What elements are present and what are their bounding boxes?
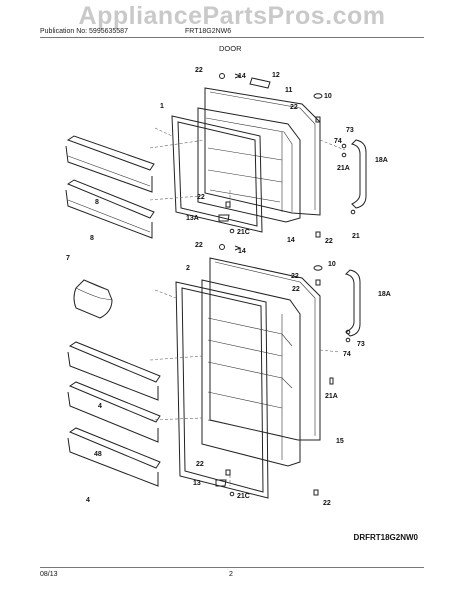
footer-date: 08/13: [40, 571, 58, 578]
callout-1: 1: [160, 103, 164, 110]
door-shelf-2: [67, 381, 161, 443]
callout-15: 15: [336, 438, 344, 445]
callout-21a: 21A: [325, 393, 338, 400]
section-title: DOOR: [219, 44, 242, 53]
callout-74: 74: [343, 351, 351, 358]
callout-73: 73: [357, 341, 365, 348]
publication-number: Publication No: 5995635587: [40, 28, 128, 35]
callout-22: 22: [196, 461, 204, 468]
callout-11: 11: [285, 87, 293, 94]
door-shelf-1: [67, 341, 161, 401]
callout-22: 22: [197, 194, 205, 201]
callout-4: 4: [98, 403, 102, 410]
callout-12: 12: [272, 72, 280, 79]
callout-13: 13: [193, 480, 201, 487]
page-number: 2: [229, 571, 233, 578]
fresh-food-door-assembly: [149, 257, 341, 499]
header-rule: [40, 37, 424, 38]
callout-4: 4: [86, 497, 90, 504]
callout-73: 73: [346, 127, 354, 134]
callout-2: 2: [186, 265, 190, 272]
callout-14: 14: [238, 248, 246, 255]
callout-14: 14: [287, 237, 295, 244]
callout-7: 7: [66, 255, 70, 262]
callout-22: 22: [195, 67, 203, 74]
freezer-shelf-upper: [65, 135, 155, 193]
callout-22: 22: [323, 500, 331, 507]
callout-13a: 13A: [186, 215, 199, 222]
freezer-handle: [351, 139, 367, 209]
callout-74: 74: [334, 138, 342, 145]
lower-hardware: [215, 265, 351, 497]
model-number: FRT18G2NW6: [185, 28, 232, 35]
callout-21c: 21C: [237, 229, 250, 236]
freezer-shelf-lower: [65, 179, 155, 239]
callout-22: 22: [325, 238, 333, 245]
footer-rule: [40, 567, 424, 568]
callout-22: 22: [291, 273, 299, 280]
callout-22: 22: [195, 242, 203, 249]
callout-21a: 21A: [337, 165, 350, 172]
callout-18a: 18A: [378, 291, 391, 298]
callout-21: 21: [352, 233, 360, 240]
fresh-food-handle: [345, 269, 361, 337]
callout-18a: 18A: [375, 157, 388, 164]
door-shelf-3: [67, 427, 161, 487]
watermark: AppliancePartsPros.com: [78, 2, 386, 30]
drawing-code: DRFRT18G2NW0: [353, 533, 418, 542]
callout-14: 14: [238, 73, 246, 80]
butter-container: [73, 279, 113, 319]
freezer-door-assembly: [149, 77, 346, 233]
upper-hardware: [218, 73, 356, 251]
callout-10: 10: [328, 261, 336, 268]
callout-8: 8: [95, 199, 99, 206]
callout-21c: 21C: [237, 493, 250, 500]
callout-22: 22: [290, 104, 298, 111]
callout-10: 10: [324, 93, 332, 100]
callout-22: 22: [292, 286, 300, 293]
callout-8: 8: [90, 235, 94, 242]
callout-48: 48: [94, 451, 102, 458]
